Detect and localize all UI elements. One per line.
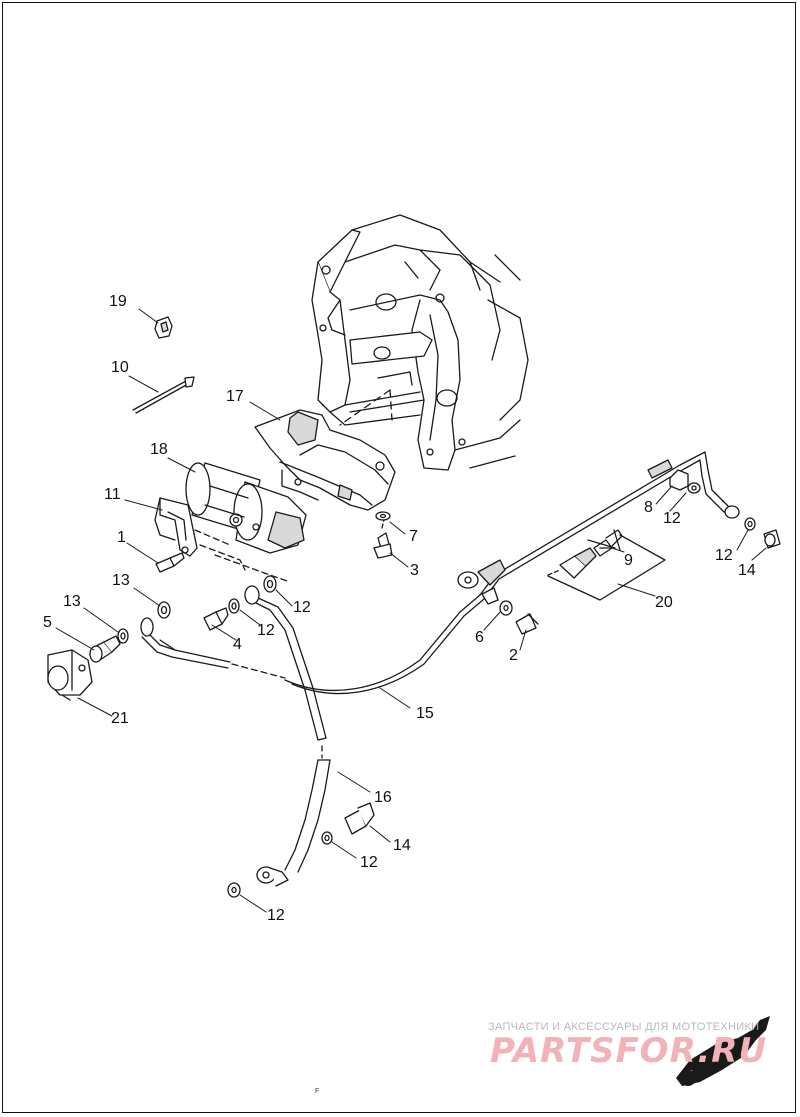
part-1-screw bbox=[155, 552, 185, 573]
callout-3: 3 bbox=[410, 562, 419, 579]
part-13-washer-upper bbox=[157, 601, 171, 619]
callout-12-f: 12 bbox=[267, 907, 285, 924]
callout-8: 8 bbox=[644, 499, 653, 516]
callout-7: 7 bbox=[409, 528, 418, 545]
part-13-washer-lower bbox=[117, 628, 129, 644]
callout-12-d: 12 bbox=[715, 547, 733, 564]
callout-13-upper: 13 bbox=[112, 572, 130, 589]
part-4-bolt bbox=[203, 607, 229, 631]
part-14-bolt-right bbox=[763, 529, 781, 549]
part-12-washer-b bbox=[263, 575, 277, 593]
leader-lines bbox=[55, 308, 767, 913]
part-2-bolt bbox=[515, 613, 539, 635]
callout-2: 2 bbox=[509, 647, 518, 664]
callout-19: 19 bbox=[109, 293, 127, 310]
part-15-brake-line bbox=[284, 451, 740, 695]
part-12-washer-f bbox=[227, 882, 241, 898]
callout-13-lower: 13 bbox=[63, 593, 81, 610]
callout-14-right: 14 bbox=[738, 562, 756, 579]
callout-16: 16 bbox=[374, 789, 392, 806]
footer-mark: F bbox=[315, 1088, 320, 1095]
frame-drawing bbox=[311, 214, 529, 471]
watermark-tagline: ЗАПЧАСТИ И АКСЕССУАРЫ ДЛЯ МОТОТЕХНИКИ bbox=[488, 1021, 760, 1033]
callout-15: 15 bbox=[416, 705, 434, 722]
callout-12-b: 12 bbox=[293, 599, 311, 616]
part-20-bracket-outline bbox=[547, 534, 666, 601]
part-6-washer bbox=[499, 600, 513, 616]
callout-20: 20 bbox=[655, 594, 673, 611]
part-12-washer-c bbox=[687, 482, 701, 494]
callout-12-a: 12 bbox=[257, 622, 275, 639]
part-7-washer bbox=[375, 511, 391, 521]
callout-17: 17 bbox=[226, 388, 244, 405]
part-12-washer-d bbox=[744, 517, 756, 531]
callout-21: 21 bbox=[111, 710, 129, 727]
callout-9: 9 bbox=[624, 552, 633, 569]
callout-4: 4 bbox=[233, 636, 242, 653]
callout-6: 6 bbox=[475, 629, 484, 646]
callout-11: 11 bbox=[104, 486, 121, 503]
callout-12-c: 12 bbox=[663, 510, 681, 527]
part-9-switch-kit bbox=[547, 529, 623, 579]
part-12-washer-e bbox=[321, 831, 333, 845]
part-16-hose bbox=[140, 585, 331, 887]
part-8-nut bbox=[669, 469, 689, 491]
part-5-banjo-bolt bbox=[89, 635, 121, 663]
part-12-washer-a bbox=[228, 598, 240, 614]
watermark-moto-icon bbox=[676, 1016, 770, 1086]
callout-14-lower: 14 bbox=[393, 837, 411, 854]
part-19-clip bbox=[154, 316, 173, 339]
part-18-starter-motor bbox=[185, 462, 307, 554]
part-21-bracket bbox=[47, 649, 93, 701]
callout-10: 10 bbox=[111, 359, 129, 376]
watermark-brand: PARTSFOR.RU bbox=[490, 1031, 768, 1071]
callout-1: 1 bbox=[117, 529, 126, 546]
part-17-bracket bbox=[254, 409, 396, 511]
part-14-bolt-lower bbox=[344, 802, 375, 835]
part-3-bolt bbox=[373, 519, 393, 559]
callout-12-e: 12 bbox=[360, 854, 378, 871]
callout-5: 5 bbox=[43, 614, 52, 631]
callout-18: 18 bbox=[150, 441, 168, 458]
part-10-cable-tie bbox=[132, 376, 195, 414]
